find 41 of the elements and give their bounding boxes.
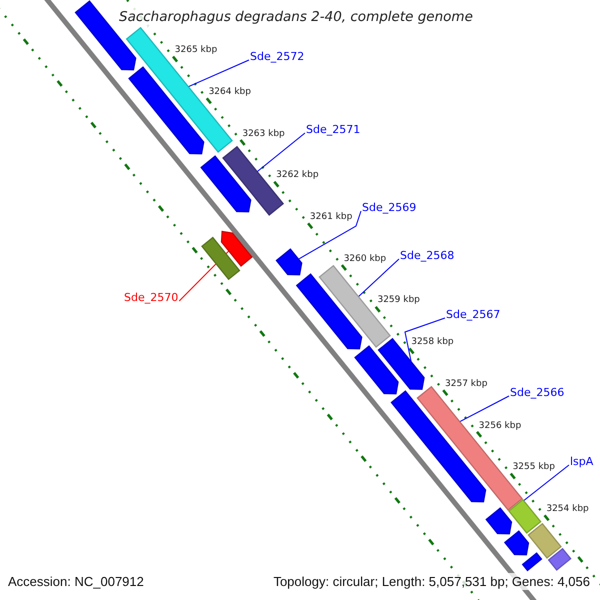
scale-label: 3256 kbp [478,420,522,431]
scale-label: 3265 kbp [174,45,218,56]
gene-bar [354,345,399,394]
scale-label: 3261 kbp [310,212,352,222]
gene-bar [296,273,362,350]
leader-line [404,318,446,362]
gene-bar [220,230,253,267]
gene-bar [548,548,572,571]
scale-label: 3258 kbp [411,337,454,348]
gene-label: Sde_2569 [362,201,416,214]
gene-label: Sde_2568 [400,249,454,262]
gene-bar [485,507,512,534]
leader-line [523,464,570,502]
gene-bar [528,522,562,559]
scale-label: 3255 kbp [512,462,555,472]
gene-label: Sde_2566 [510,386,564,399]
gene-bar [201,236,240,280]
leader-line [459,396,510,422]
gene-label: Sde_2571 [306,123,360,136]
gene-label: Sde_2570 [124,291,178,304]
gene-bar [128,66,204,154]
leader-line [256,132,306,172]
scale-label: 3257 kbp [445,378,488,389]
gene-label: Sde_2572 [250,50,304,63]
leader-line [358,258,400,298]
scale-label: 3259 kbp [377,295,420,306]
gene-label: lspA [570,455,594,468]
scale-label: 3264 kbp [208,86,251,97]
gene-label: Sde_2567 [446,308,500,321]
gene-bar [504,530,530,556]
leader-line [188,60,250,88]
scale-label: 3262 kbp [276,170,319,180]
gene-bar [126,26,233,153]
gene-bar [200,155,252,212]
leader-line [298,210,362,260]
gene-bar [276,248,302,276]
gene-bar [508,498,542,534]
scale-label: 3263 kbp [242,128,285,139]
scale-label: 3254 kbp [546,504,589,514]
footer-text: Topology: circular; Length: 5,057,531 bp; Genes: 4,056 [271,573,592,590]
scale-label: 3260 kbp [344,254,386,264]
